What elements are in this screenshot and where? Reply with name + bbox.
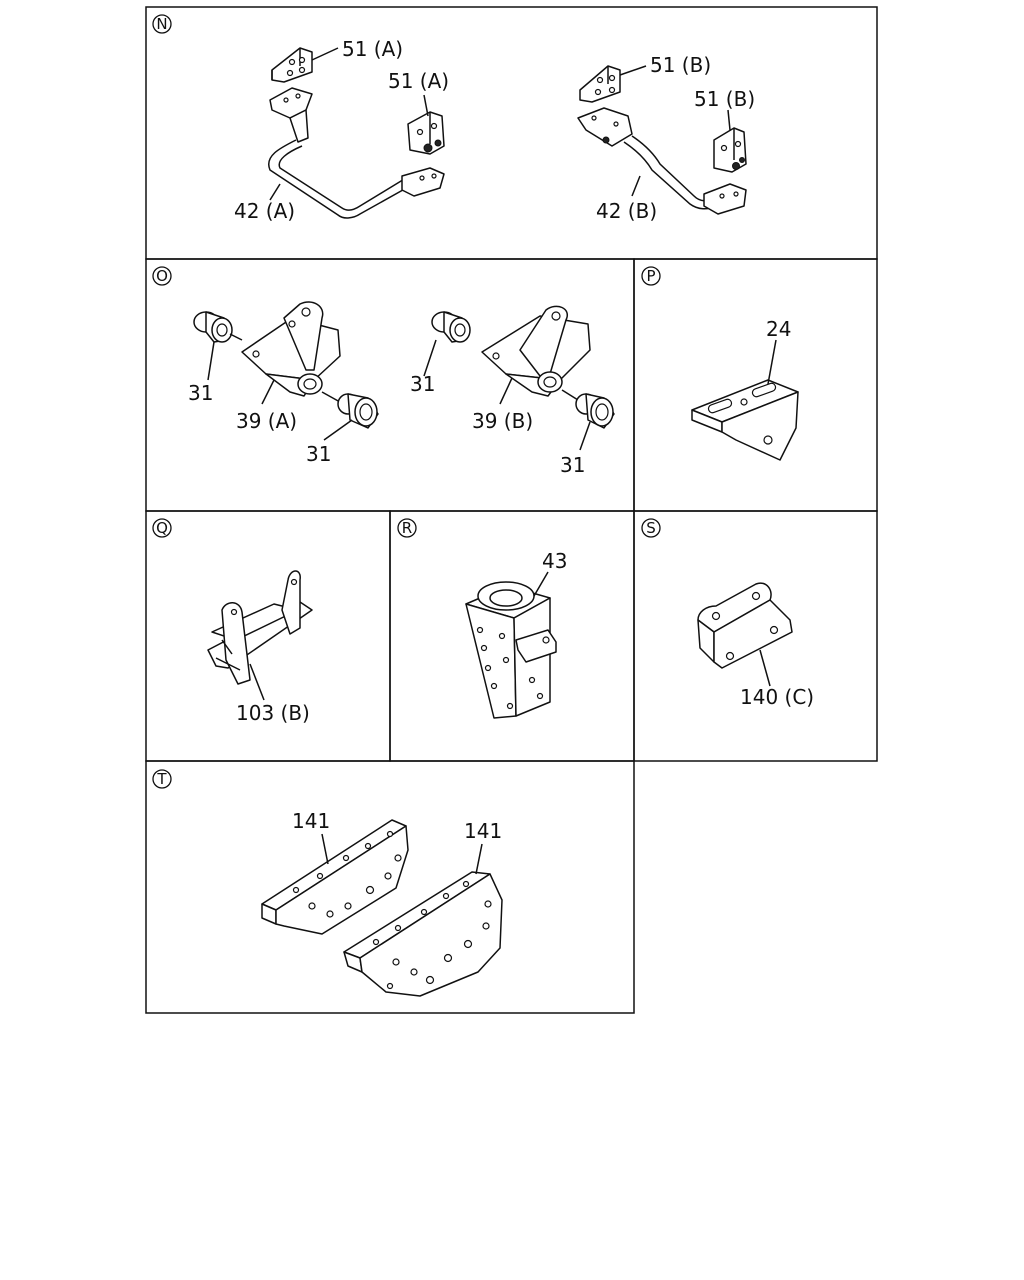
label-39b: 39 (B) — [472, 409, 533, 433]
label-141: 141 — [292, 809, 330, 833]
panel-s: S 140 (C) — [641, 518, 814, 709]
leader-line — [499, 377, 513, 405]
bushing-31 — [193, 311, 233, 343]
label-42b: 42 (B) — [596, 199, 657, 223]
leader-line — [321, 391, 341, 403]
bracket-141 — [261, 819, 409, 935]
label-51a-1: 51 (A) — [342, 37, 403, 61]
leader-line — [321, 833, 329, 865]
label-31: 31 — [306, 442, 331, 466]
label-31: 31 — [188, 381, 213, 405]
bracket-103b — [207, 570, 313, 685]
leader-line — [475, 843, 483, 875]
leader-line — [423, 94, 429, 117]
label-140c: 140 (C) — [740, 685, 814, 709]
bracket-140c — [697, 582, 793, 669]
panel-q-letter: Q — [156, 519, 168, 537]
label-31: 31 — [410, 372, 435, 396]
panel-o-marker: O — [152, 266, 172, 286]
panel-r: R 43 — [397, 518, 567, 719]
bracket-51a-plate — [271, 47, 313, 83]
panel-r-letter: R — [402, 519, 412, 537]
label-43: 43 — [542, 549, 567, 573]
panel-s-marker: S — [641, 518, 661, 538]
leader-line — [423, 339, 437, 377]
panel-n: N — [152, 14, 755, 223]
bracket-51b-plate — [579, 65, 621, 103]
panel-t-marker: T — [152, 769, 172, 789]
panel-n-marker: N — [152, 14, 172, 34]
bushing-31 — [575, 393, 615, 429]
panel-q-marker: Q — [152, 518, 172, 538]
bushing-31 — [431, 311, 471, 343]
panel-s-letter: S — [646, 519, 656, 537]
bushing-31 — [337, 393, 379, 429]
bracket-24 — [691, 379, 799, 461]
leader-line — [229, 333, 243, 341]
panel-q: Q 103 (B) — [152, 518, 313, 725]
leader-line — [269, 183, 281, 201]
leader-line — [207, 341, 215, 381]
spring-bracket-39a — [241, 301, 341, 397]
leader-line — [249, 663, 265, 701]
label-24: 24 — [766, 317, 791, 341]
label-141: 141 — [464, 819, 502, 843]
panel-o-letter: O — [156, 267, 168, 285]
leader-line — [561, 389, 579, 401]
label-39a: 39 (A) — [236, 409, 297, 433]
label-103b: 103 (B) — [236, 701, 310, 725]
bracket-141 — [343, 871, 503, 997]
leader-line — [261, 379, 275, 405]
stabilizer-bar-42b — [577, 107, 747, 215]
leader-line — [727, 109, 731, 131]
panel-p-marker: P — [641, 266, 661, 286]
panel-t-letter: T — [156, 770, 167, 788]
bracket-51a-mount — [407, 111, 445, 155]
stabilizer-bar-42a — [267, 87, 445, 219]
panel-r-marker: R — [397, 518, 417, 538]
label-51b-2: 51 (B) — [694, 87, 755, 111]
panel-n-letter: N — [156, 15, 167, 33]
label-42a: 42 (A) — [234, 199, 295, 223]
bracket-51b-mount — [713, 127, 747, 173]
leader-line — [631, 175, 641, 197]
spring-bracket-39b — [481, 305, 591, 397]
mount-43 — [465, 581, 557, 719]
leader-line — [323, 419, 353, 441]
label-51a-2: 51 (A) — [388, 69, 449, 93]
panel-frames — [145, 6, 878, 1014]
label-51b-1: 51 (B) — [650, 53, 711, 77]
leader-line — [533, 571, 549, 597]
leader-line — [759, 649, 771, 687]
leader-line — [311, 47, 339, 61]
leader-line — [619, 65, 647, 76]
panel-o: O — [152, 266, 615, 477]
panel-p-letter: P — [646, 267, 655, 285]
leader-line — [579, 421, 591, 451]
label-31: 31 — [560, 453, 585, 477]
leader-line — [767, 339, 777, 385]
panel-p: P 24 — [641, 266, 799, 461]
panel-t: T — [152, 769, 503, 997]
